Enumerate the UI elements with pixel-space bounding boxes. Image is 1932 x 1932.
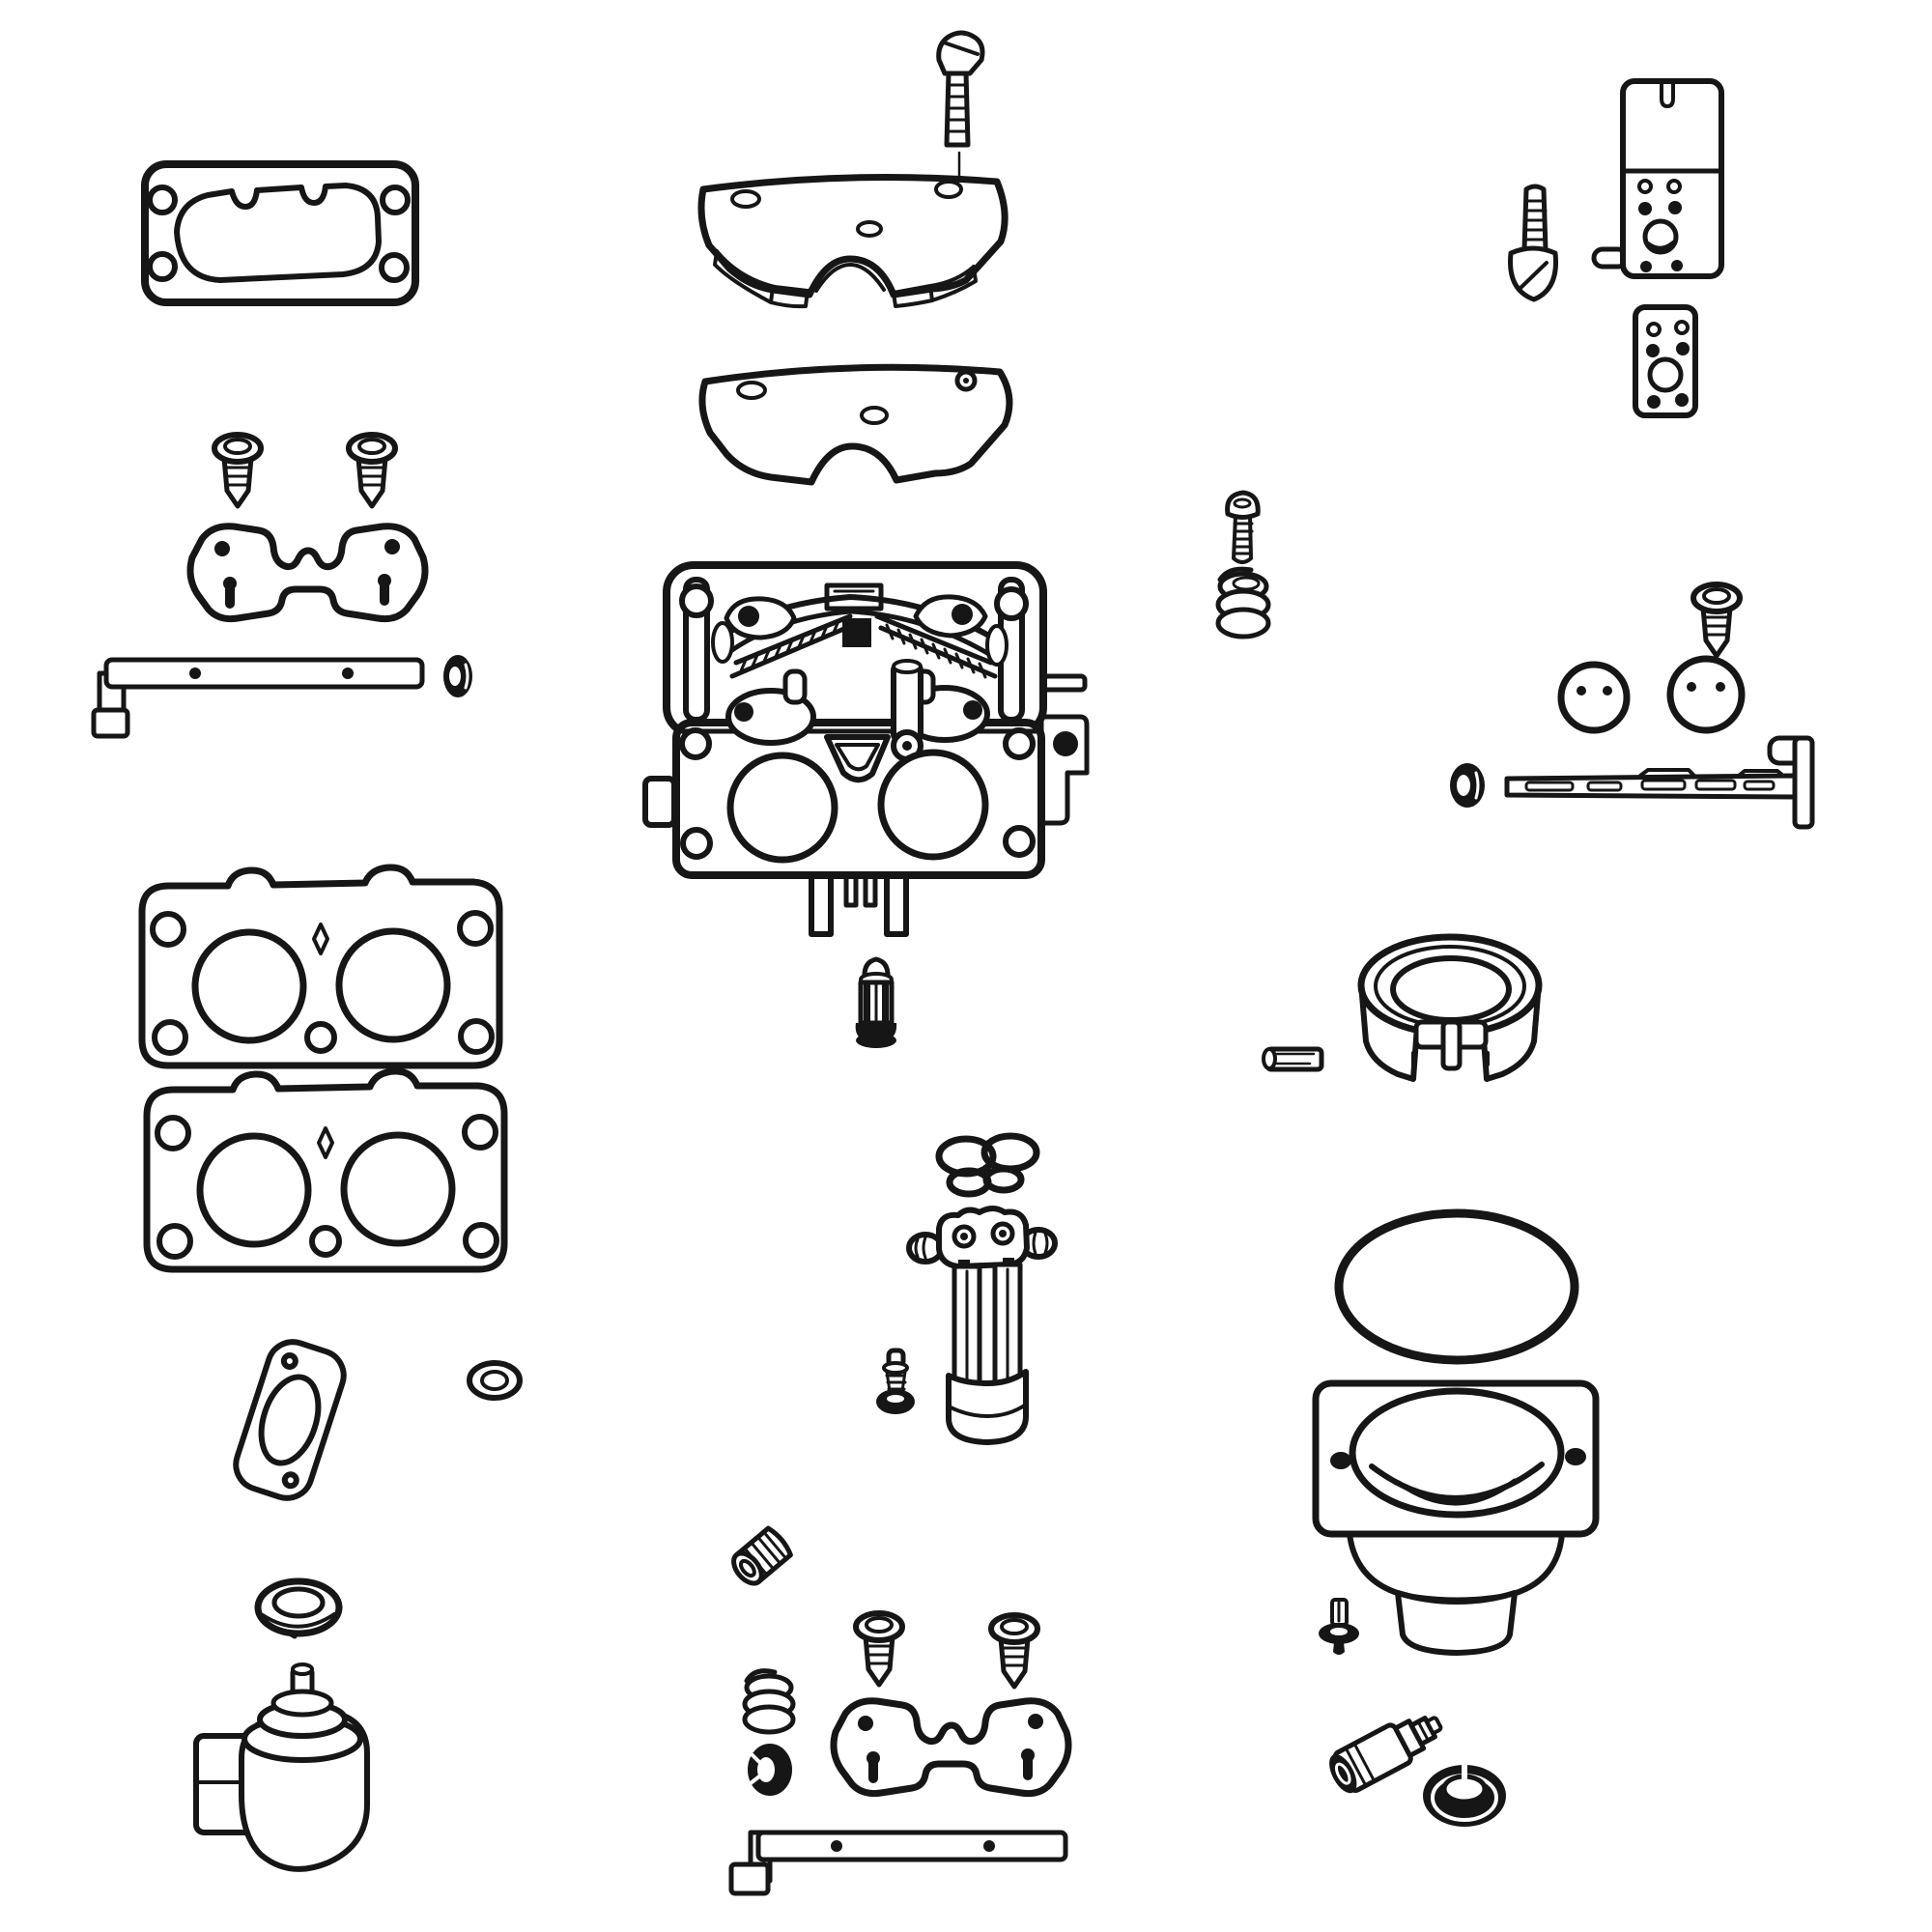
choke-collar-ring xyxy=(1357,933,1543,1082)
pan-head-screw-4 xyxy=(991,1615,1037,1687)
fuel-shutoff-solenoid xyxy=(193,1662,370,1872)
carburetor-body xyxy=(642,561,1090,937)
fuel-pump-gasket xyxy=(1633,304,1698,418)
lock-nut-grommet xyxy=(748,1744,792,1796)
seal-ring-left xyxy=(254,1577,343,1639)
choke-bracket-upper xyxy=(186,523,429,623)
grommet-small-right xyxy=(1450,763,1485,808)
check-valve-screw xyxy=(876,1348,915,1414)
pan-head-screw-3 xyxy=(856,1613,902,1685)
fuel-pump-bracket xyxy=(1591,78,1724,279)
idle-mixture-screw xyxy=(1225,490,1261,564)
oval-washer xyxy=(467,1360,523,1401)
float-bowl xyxy=(1312,1379,1600,1656)
welch-plug-screw xyxy=(731,1525,793,1586)
seal-washer-right xyxy=(1423,1757,1506,1827)
idle-spring xyxy=(1215,566,1271,639)
choke-link-rod xyxy=(91,657,425,739)
float-disc-2 xyxy=(1666,655,1746,734)
air-horn-gasket xyxy=(698,363,1013,486)
flat-head-screw-right xyxy=(1508,184,1559,302)
float-hinge-pin xyxy=(1262,1046,1324,1072)
pan-head-screw-1 xyxy=(214,435,261,506)
pan-head-screw-2 xyxy=(349,435,395,506)
seat-gasket-set xyxy=(935,1132,1040,1198)
outlet-flange-gasket xyxy=(233,1339,347,1501)
pan-head-screw-5 xyxy=(1693,584,1740,656)
mounting-gasket-2 xyxy=(147,1071,504,1269)
bowl-o-ring xyxy=(1334,1208,1579,1365)
inlet-needle xyxy=(855,956,897,1048)
coil-spring-lower xyxy=(742,1668,796,1735)
main-jet-tube-assembly xyxy=(906,1206,1058,1445)
inlet-seat-assembly xyxy=(1329,1716,1443,1794)
throttle-link-rod xyxy=(728,1830,1068,1896)
throttle-shaft xyxy=(1504,735,1815,830)
choke-bracket-lower xyxy=(834,1701,1068,1794)
cover-plate-gasket xyxy=(141,160,419,306)
grommet-small-left xyxy=(443,655,472,697)
bowl-drain-screw xyxy=(1319,1598,1359,1655)
air-horn-cover xyxy=(697,174,1009,309)
float-disc-1 xyxy=(1557,661,1631,734)
flat-head-screw-top xyxy=(936,30,985,191)
mounting-gasket-1 xyxy=(138,864,503,1069)
